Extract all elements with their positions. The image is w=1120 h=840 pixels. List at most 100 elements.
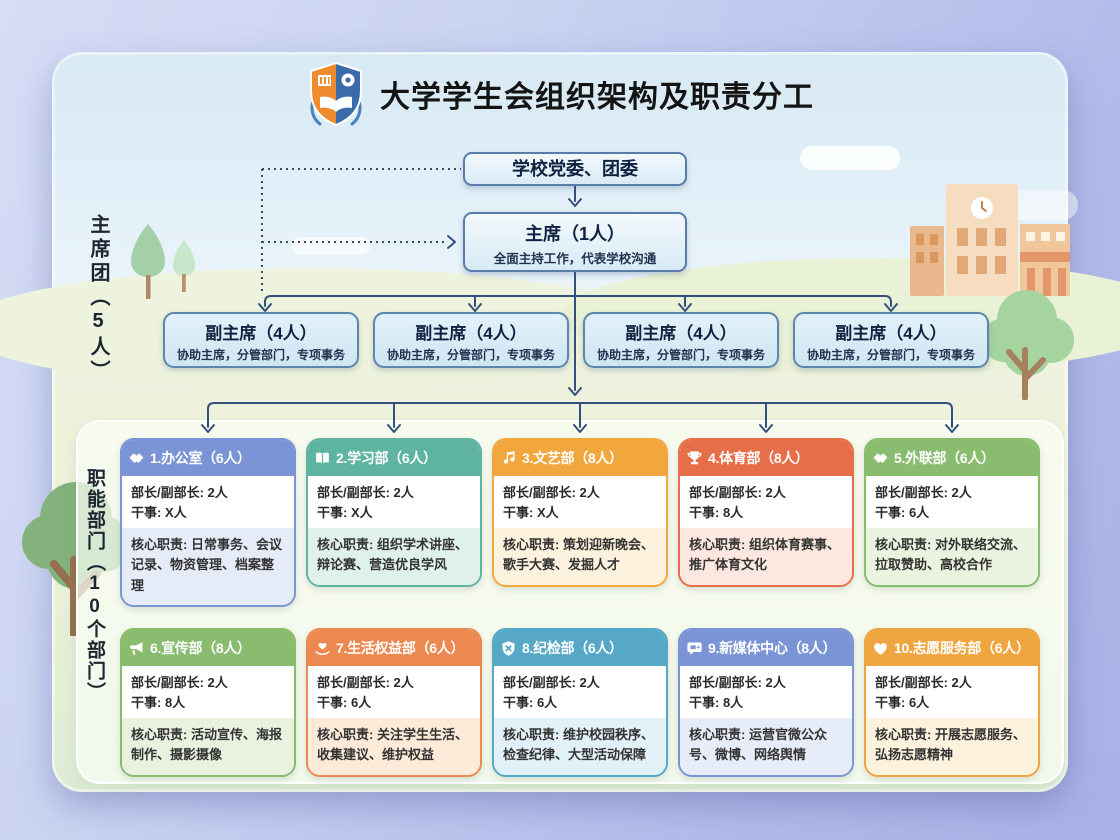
department-leaders: 部长/副部长: 2人 (875, 485, 972, 500)
department-leaders: 部长/副部长: 2人 (131, 675, 228, 690)
department-card: 5.外联部（6人） 部长/副部长: 2人 干事: 6人 核心职责: 对外联络交流… (864, 438, 1040, 587)
department-card: 9.新媒体中心（8人） 部长/副部长: 2人 干事: 8人 核心职责: 运营官微… (678, 628, 854, 777)
department-card-body: 部长/副部长: 2人 干事: 6人 (494, 666, 666, 718)
department-card-header: 6.宣传部（8人） (122, 630, 294, 666)
department-title: 5.外联部（6人） (894, 450, 995, 466)
department-staff: 干事: 6人 (503, 695, 558, 711)
department-duty: 核心职责: 策划迎新晚会、歌手大赛、发掘人才 (494, 528, 666, 585)
vice-chairman-title: 副主席（4人） (835, 324, 947, 343)
megaphone-icon (128, 640, 145, 657)
department-card-header: 10.志愿服务部（6人） (866, 630, 1038, 666)
department-staff: 干事: 6人 (317, 695, 372, 711)
chairman-title: 主席（1人） (524, 224, 625, 244)
chat-icon (686, 640, 703, 657)
department-title: 7.生活权益部（6人） (336, 640, 465, 656)
department-staff: 干事: 8人 (131, 695, 186, 711)
department-duty: 核心职责: 日常事务、会议记录、物资管理、档案整理 (122, 528, 294, 605)
vice-chairman-desc: 协助主席，分管部门，专项事务 (176, 348, 345, 362)
department-duty: 核心职责: 组织学术讲座、辩论赛、营造优良学风 (308, 528, 480, 585)
heart-icon (872, 640, 889, 657)
department-duty: 核心职责: 组织体育赛事、推广体育文化 (680, 528, 852, 585)
department-card: 2.学习部（6人） 部长/副部长: 2人 干事: X人 核心职责: 组织学术讲座… (306, 438, 482, 587)
department-card: 10.志愿服务部（6人） 部长/副部长: 2人 干事: 6人 核心职责: 开展志… (864, 628, 1040, 777)
vice-chairman-box: 副主席（4人） 协助主席，分管部门，专项事务 (583, 312, 779, 368)
presidium-section-label: 主席团（5人） (87, 214, 109, 384)
trophy-icon (686, 450, 703, 467)
hands-heart-icon (314, 640, 331, 657)
department-card: 3.文艺部（8人） 部长/副部长: 2人 干事: X人 核心职责: 策划迎新晚会… (492, 438, 668, 587)
department-leaders: 部长/副部长: 2人 (875, 675, 972, 690)
department-title: 9.新媒体中心（8人） (708, 640, 837, 656)
department-staff: 干事: X人 (503, 505, 559, 521)
departments-row-2: 6.宣传部（8人） 部长/副部长: 2人 干事: 8人 核心职责: 活动宣传、海… (120, 628, 1040, 777)
chairman-box: 主席（1人） 全面主持工作，代表学校沟通 (463, 212, 687, 272)
department-card-body: 部长/副部长: 2人 干事: X人 (494, 476, 666, 528)
department-duty: 核心职责: 开展志愿服务、弘扬志愿精神 (866, 718, 1038, 775)
cloud-shape (800, 146, 900, 170)
school-badge-icon (310, 61, 362, 127)
department-card-body: 部长/副部长: 2人 干事: 8人 (122, 666, 294, 718)
vice-chairman-box: 副主席（4人） 协助主席，分管部门，专项事务 (163, 312, 359, 368)
department-card-body: 部长/副部长: 2人 干事: 6人 (866, 476, 1038, 528)
department-card: 6.宣传部（8人） 部长/副部长: 2人 干事: 8人 核心职责: 活动宣传、海… (120, 628, 296, 777)
department-leaders: 部长/副部长: 2人 (317, 675, 414, 690)
department-title: 2.学习部（6人） (336, 450, 437, 466)
department-card-header: 7.生活权益部（6人） (308, 630, 480, 666)
department-card: 8.纪检部（6人） 部长/副部长: 2人 干事: 6人 核心职责: 维护校园秩序… (492, 628, 668, 777)
shield-x-icon (500, 640, 517, 657)
department-card-body: 部长/副部长: 2人 干事: 6人 (308, 666, 480, 718)
department-card: 1.办公室（6人） 部长/副部长: 2人 干事: X人 核心职责: 日常事务、会… (120, 438, 296, 607)
department-card-header: 9.新媒体中心（8人） (680, 630, 852, 666)
department-card-header: 5.外联部（6人） (866, 440, 1038, 476)
department-leaders: 部长/副部长: 2人 (131, 485, 228, 500)
department-title: 6.宣传部（8人） (150, 640, 251, 656)
vice-chairman-title: 副主席（4人） (415, 324, 527, 343)
department-duty: 核心职责: 对外联络交流、拉取赞助、高校合作 (866, 528, 1038, 585)
department-card-header: 8.纪检部（6人） (494, 630, 666, 666)
vice-chairman-box: 副主席（4人） 协助主席，分管部门，专项事务 (373, 312, 569, 368)
page-title: 大学学生会组织架构及职责分工 (380, 81, 814, 114)
vice-chairman-desc: 协助主席，分管部门，专项事务 (596, 348, 765, 362)
department-title: 4.体育部（8人） (708, 450, 809, 466)
departments-row-1: 1.办公室（6人） 部长/副部长: 2人 干事: X人 核心职责: 日常事务、会… (120, 438, 1040, 607)
department-title: 3.文艺部（8人） (522, 450, 623, 466)
department-card-header: 4.体育部（8人） (680, 440, 852, 476)
department-duty: 核心职责: 运营官微公众号、微博、网络舆情 (680, 718, 852, 775)
cloud-shape (948, 190, 1078, 220)
vice-chairmen-row: 副主席（4人） 协助主席，分管部门，专项事务 副主席（4人） 协助主席，分管部门… (163, 312, 989, 368)
department-duty: 核心职责: 关注学生生活、收集建议、维护权益 (308, 718, 480, 775)
department-leaders: 部长/副部长: 2人 (503, 675, 600, 690)
book-icon (314, 450, 331, 467)
department-card-header: 3.文艺部（8人） (494, 440, 666, 476)
departments-section-label: 职能部门（10个部门） (84, 468, 105, 703)
department-title: 8.纪检部（6人） (522, 640, 623, 656)
department-card: 4.体育部（8人） 部长/副部长: 2人 干事: 8人 核心职责: 组织体育赛事… (678, 438, 854, 587)
department-title: 10.志愿服务部（6人） (894, 640, 1030, 656)
department-card: 7.生活权益部（6人） 部长/副部长: 2人 干事: 6人 核心职责: 关注学生… (306, 628, 482, 777)
department-staff: 干事: X人 (317, 505, 373, 521)
department-duty: 核心职责: 活动宣传、海报制作、摄影摄像 (122, 718, 294, 775)
cloud-shape (292, 237, 370, 255)
department-card-body: 部长/副部长: 2人 干事: X人 (122, 476, 294, 528)
department-staff: 干事: 6人 (875, 695, 930, 711)
department-duty: 核心职责: 维护校园秩序、检查纪律、大型活动保障 (494, 718, 666, 775)
department-card-body: 部长/副部长: 2人 干事: X人 (308, 476, 480, 528)
department-card-body: 部长/副部长: 2人 干事: 6人 (866, 666, 1038, 718)
department-card-body: 部长/副部长: 2人 干事: 8人 (680, 666, 852, 718)
department-staff: 干事: 8人 (689, 695, 744, 711)
vice-chairman-box: 副主席（4人） 协助主席，分管部门，专项事务 (793, 312, 989, 368)
department-card-header: 1.办公室（6人） (122, 440, 294, 476)
department-title: 1.办公室（6人） (150, 450, 251, 466)
vice-chairman-desc: 协助主席，分管部门，专项事务 (806, 348, 975, 362)
department-staff: 干事: 6人 (875, 505, 930, 521)
department-leaders: 部长/副部长: 2人 (503, 485, 600, 500)
department-card-body: 部长/副部长: 2人 干事: 8人 (680, 476, 852, 528)
handshake-icon (128, 450, 145, 467)
handshake-icon (872, 450, 889, 467)
chairman-desc: 全面主持工作，代表学校沟通 (493, 252, 657, 266)
department-leaders: 部长/副部长: 2人 (689, 485, 786, 500)
vice-chairman-title: 副主席（4人） (205, 324, 317, 343)
music-icon (500, 450, 517, 467)
department-staff: 干事: X人 (131, 505, 187, 521)
